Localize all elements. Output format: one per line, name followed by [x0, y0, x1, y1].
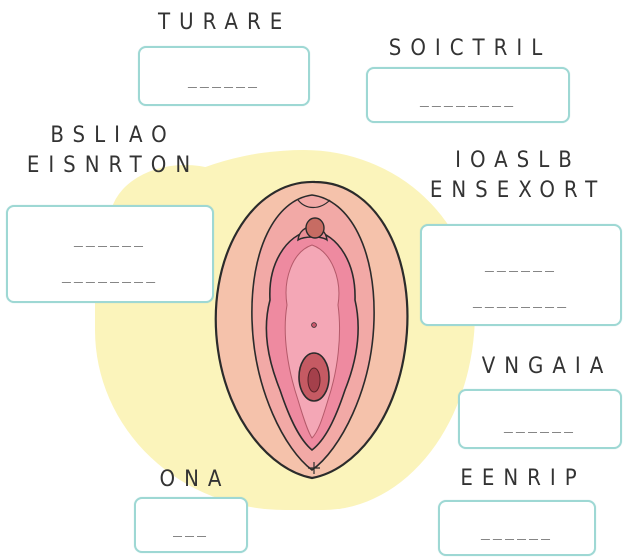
vaginal-opening-inner	[308, 368, 320, 392]
label-urethra-scrambled: TURARE	[158, 8, 288, 38]
answer-box-labia-majora[interactable]: ______ ________	[420, 224, 622, 326]
answer-blank-labia-majora-1: ______	[422, 254, 620, 272]
label-vagina-scrambled: VNGAIA	[472, 352, 622, 382]
answer-blank-anus: ___	[136, 519, 246, 537]
answer-blank-vagina: ______	[460, 415, 620, 433]
answer-box-anus[interactable]: ___	[134, 497, 248, 553]
label-labia-minora-scrambled: BSLIAO EISNRTON	[18, 121, 208, 181]
answer-blank-urethra: ______	[140, 70, 308, 88]
label-labia-majora-scrambled: IOASLB ENSEXORT	[418, 146, 618, 206]
answer-box-clitoris[interactable]: ________	[366, 67, 570, 123]
answer-blank-labia-minora-2: ________	[8, 265, 212, 283]
clitoris-shape	[306, 218, 324, 238]
answer-box-perineum[interactable]: ______	[438, 500, 596, 556]
answer-box-vagina[interactable]: ______	[458, 389, 622, 449]
answer-box-labia-minora[interactable]: ______ ________	[6, 205, 214, 303]
answer-blank-labia-minora-1: ______	[8, 229, 212, 247]
answer-box-urethra[interactable]: ______	[138, 46, 310, 106]
answer-blank-labia-majora-2: ________	[422, 290, 620, 308]
label-anus-scrambled: ONA	[150, 465, 240, 495]
label-perineum-scrambled: EENRIP	[448, 464, 598, 494]
urethra-dot	[312, 323, 317, 328]
answer-blank-clitoris: ________	[368, 89, 568, 107]
label-clitoris-scrambled: SOICTRIL	[380, 34, 560, 64]
answer-blank-perineum: ______	[440, 522, 594, 540]
